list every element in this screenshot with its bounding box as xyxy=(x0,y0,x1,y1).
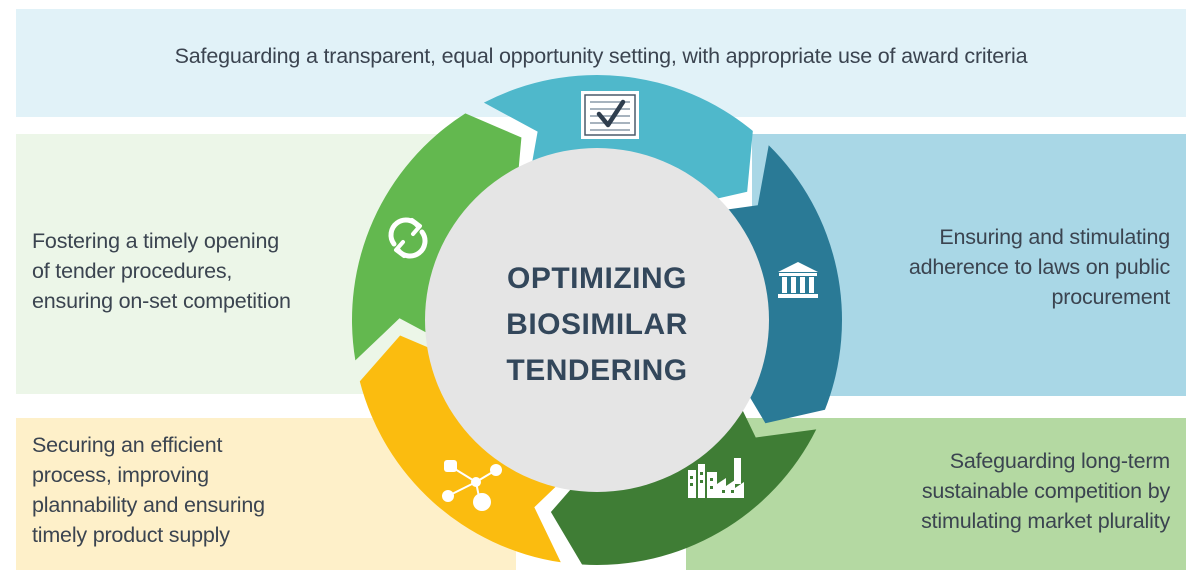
panel-text-laws: Ensuring and stimulating adherence to la… xyxy=(840,222,1170,312)
factory-icon xyxy=(688,458,744,498)
panel-line: Securing an efficient xyxy=(32,433,223,457)
network-nodes-icon xyxy=(442,460,502,511)
panel-line: procurement xyxy=(1051,285,1171,309)
panel-line: adherence to laws on public xyxy=(908,255,1170,279)
panel-line: of tender procedures, xyxy=(32,259,233,283)
cycle-segment-plurality xyxy=(550,386,817,565)
bank-building-icon xyxy=(778,262,818,298)
center-title-line1: OPTIMIZING xyxy=(507,262,687,295)
panel-line: plannability and ensuring xyxy=(32,493,265,517)
refresh-arrows-icon xyxy=(388,217,428,259)
panel-text-plurality: Safeguarding long-term sustainable compe… xyxy=(830,446,1170,536)
cycle-segment-timely-opening xyxy=(351,113,522,361)
checklist-icon xyxy=(581,91,639,139)
center-title-line3: TENDERING xyxy=(506,354,687,387)
cycle-segment-laws xyxy=(702,145,842,424)
center-title-line2: BIOSIMILAR xyxy=(506,308,688,341)
panel-line: ensuring on-set competition xyxy=(32,289,291,313)
panel-text-timely-opening: Fostering a timely opening of tender pro… xyxy=(32,226,432,316)
cycle-segment-efficiency xyxy=(359,335,575,563)
panel-text-efficiency: Securing an efficient process, improving… xyxy=(32,430,362,550)
panel-line: process, improving xyxy=(32,463,209,487)
panel-line: Safeguarding long-term xyxy=(949,449,1170,473)
panel-line: Ensuring and stimulating xyxy=(939,225,1170,249)
panel-line: Fostering a timely opening xyxy=(32,229,279,253)
panel-line: sustainable competition by xyxy=(921,479,1170,503)
panel-line: stimulating market plurality xyxy=(921,509,1170,533)
panel-text-transparency: Safeguarding a transparent, equal opport… xyxy=(174,44,1028,68)
center-circle xyxy=(425,148,769,492)
panel-line: timely product supply xyxy=(32,523,230,547)
